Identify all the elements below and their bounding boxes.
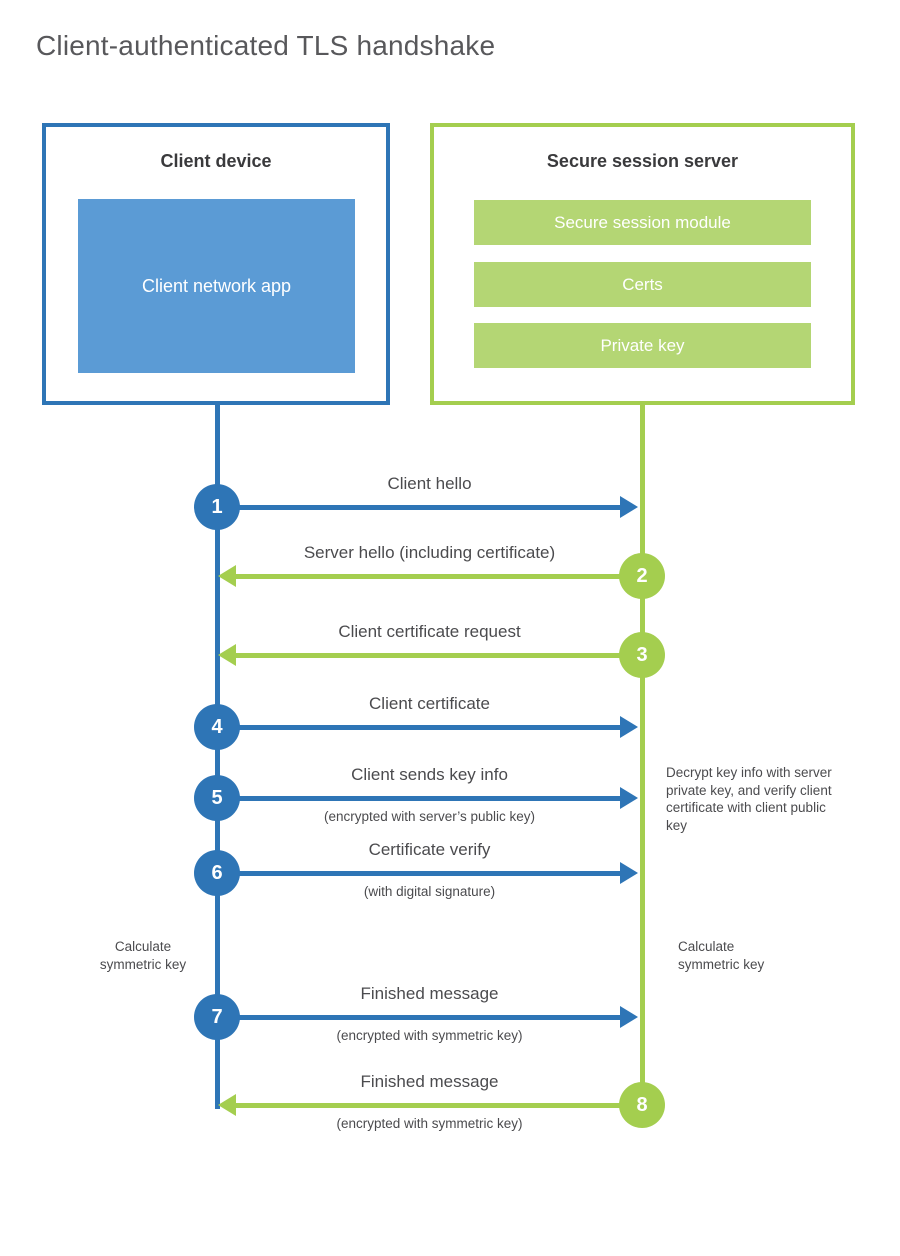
arrow-shaft [236, 1103, 642, 1108]
step-7-sublabel: (encrypted with symmetric key) [336, 1028, 523, 1043]
step-5-label: Client sends key info [351, 765, 508, 784]
step-2-label: Server hello (including certificate) [303, 543, 556, 562]
client-calculate-symmetric-key-note: Calculate symmetric key [99, 939, 187, 972]
arrow-left-icon [218, 1094, 236, 1116]
step-1-label: Client hello [387, 474, 472, 493]
step-4-badge: 4 [194, 704, 240, 750]
step-5-number: 5 [211, 787, 223, 809]
client-device-box: Client device Client network app [42, 123, 390, 405]
step-6-label: Certificate verify [368, 840, 491, 859]
arrow-left-icon [218, 644, 236, 666]
step-6-number: 6 [211, 862, 223, 884]
step-7-label: Finished message [360, 984, 499, 1003]
server-module-private-key: Private key [474, 323, 811, 368]
client-lifeline [215, 402, 220, 1109]
secure-session-server-title: Secure session server [546, 151, 739, 171]
step-3-label: Client certificate request [338, 622, 521, 641]
secure-session-server-box: Secure session server Secure session mod… [430, 123, 855, 405]
server-decrypt-note: Decrypt key info with server private key… [666, 765, 832, 833]
step-1-badge: 1 [194, 484, 240, 530]
server-module-certs: Certs [474, 262, 811, 307]
server-lifeline [640, 402, 645, 1107]
step-4-number: 4 [211, 716, 223, 738]
arrow-shaft [236, 653, 642, 658]
step-5-badge: 5 [194, 775, 240, 821]
arrow-right-icon [620, 862, 638, 884]
step-8-sublabel: (encrypted with symmetric key) [336, 1116, 523, 1131]
step-2-badge: 2 [619, 553, 665, 599]
step-7-number: 7 [211, 1006, 223, 1028]
step-3-badge: 3 [619, 632, 665, 678]
step-7-badge: 7 [194, 994, 240, 1040]
step-8-label: Finished message [360, 1072, 499, 1091]
step-4-label: Client certificate [369, 694, 490, 713]
client-network-app-box: Client network app [78, 199, 355, 373]
step-8-number: 8 [636, 1094, 648, 1116]
step-5-sublabel: (encrypted with server’s public key) [323, 809, 536, 824]
arrow-left-icon [218, 565, 236, 587]
page-title: Client-authenticated TLS handshake [36, 30, 496, 61]
step-6-badge: 6 [194, 850, 240, 896]
client-device-title: Client device [160, 151, 272, 171]
arrow-right-icon [620, 716, 638, 738]
arrow-shaft [217, 505, 623, 510]
step-1-number: 1 [211, 496, 223, 518]
arrow-shaft [217, 796, 623, 801]
step-6-sublabel: (with digital signature) [363, 884, 496, 899]
step-8-badge: 8 [619, 1082, 665, 1128]
arrow-shaft [217, 1015, 623, 1020]
step-3-number: 3 [636, 644, 648, 666]
arrow-shaft [236, 574, 642, 579]
server-calculate-symmetric-key-note: Calculate symmetric key [678, 939, 765, 972]
arrow-shaft [217, 725, 623, 730]
arrow-right-icon [620, 1006, 638, 1028]
server-module-secure-session: Secure session module [474, 200, 811, 245]
step-2-number: 2 [636, 565, 648, 587]
arrow-shaft [217, 871, 623, 876]
arrow-right-icon [620, 787, 638, 809]
arrow-right-icon [620, 496, 638, 518]
